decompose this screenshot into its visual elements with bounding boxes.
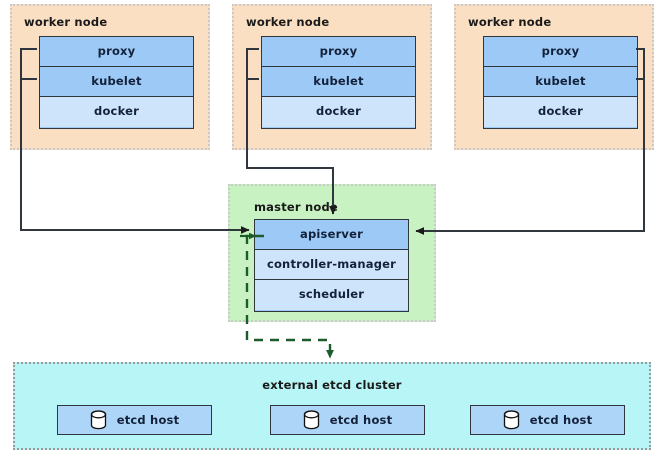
worker-node-3-stack: proxy kubelet docker <box>483 36 638 129</box>
worker-node-1-stack: proxy kubelet docker <box>39 36 194 129</box>
worker-node-3-component-docker[interactable]: docker <box>484 97 637 127</box>
worker-node-3-component-proxy[interactable]: proxy <box>484 37 637 67</box>
database-icon <box>90 410 106 430</box>
worker-node-2-stack: proxy kubelet docker <box>261 36 416 129</box>
worker-node-1-component-kubelet[interactable]: kubelet <box>40 67 193 97</box>
master-node: master node apiserver controller-manager… <box>228 184 436 322</box>
worker-node-2-component-proxy[interactable]: proxy <box>262 37 415 67</box>
worker-node-3-component-kubelet[interactable]: kubelet <box>484 67 637 97</box>
etcd-host-1[interactable]: etcd host <box>57 405 212 435</box>
etcd-cluster-title: external etcd cluster <box>262 378 402 392</box>
database-icon <box>303 410 319 430</box>
master-node-title: master node <box>254 200 338 214</box>
worker-node-2-component-kubelet[interactable]: kubelet <box>262 67 415 97</box>
database-icon <box>503 410 519 430</box>
etcd-host-2[interactable]: etcd host <box>270 405 425 435</box>
master-node-component-scheduler[interactable]: scheduler <box>255 280 408 310</box>
master-node-stack: apiserver controller-manager scheduler <box>254 219 409 312</box>
external-etcd-cluster: external etcd cluster etcd host etcd hos… <box>13 362 651 450</box>
worker-node-1-component-proxy[interactable]: proxy <box>40 37 193 67</box>
worker-node-1-title: worker node <box>24 15 108 29</box>
etcd-host-1-label: etcd host <box>116 413 180 427</box>
master-node-component-apiserver[interactable]: apiserver <box>255 220 408 250</box>
worker-node-3: worker node proxy kubelet docker <box>454 4 654 150</box>
etcd-host-3[interactable]: etcd host <box>470 405 625 435</box>
worker-node-2-title: worker node <box>246 15 330 29</box>
worker-node-1: worker node proxy kubelet docker <box>10 4 210 150</box>
etcd-host-2-label: etcd host <box>329 413 393 427</box>
worker-node-2-component-docker[interactable]: docker <box>262 97 415 127</box>
master-node-component-controller-manager[interactable]: controller-manager <box>255 250 408 280</box>
etcd-host-3-label: etcd host <box>529 413 593 427</box>
worker-node-3-title: worker node <box>468 15 552 29</box>
worker-node-1-component-docker[interactable]: docker <box>40 97 193 127</box>
worker-node-2: worker node proxy kubelet docker <box>232 4 432 150</box>
